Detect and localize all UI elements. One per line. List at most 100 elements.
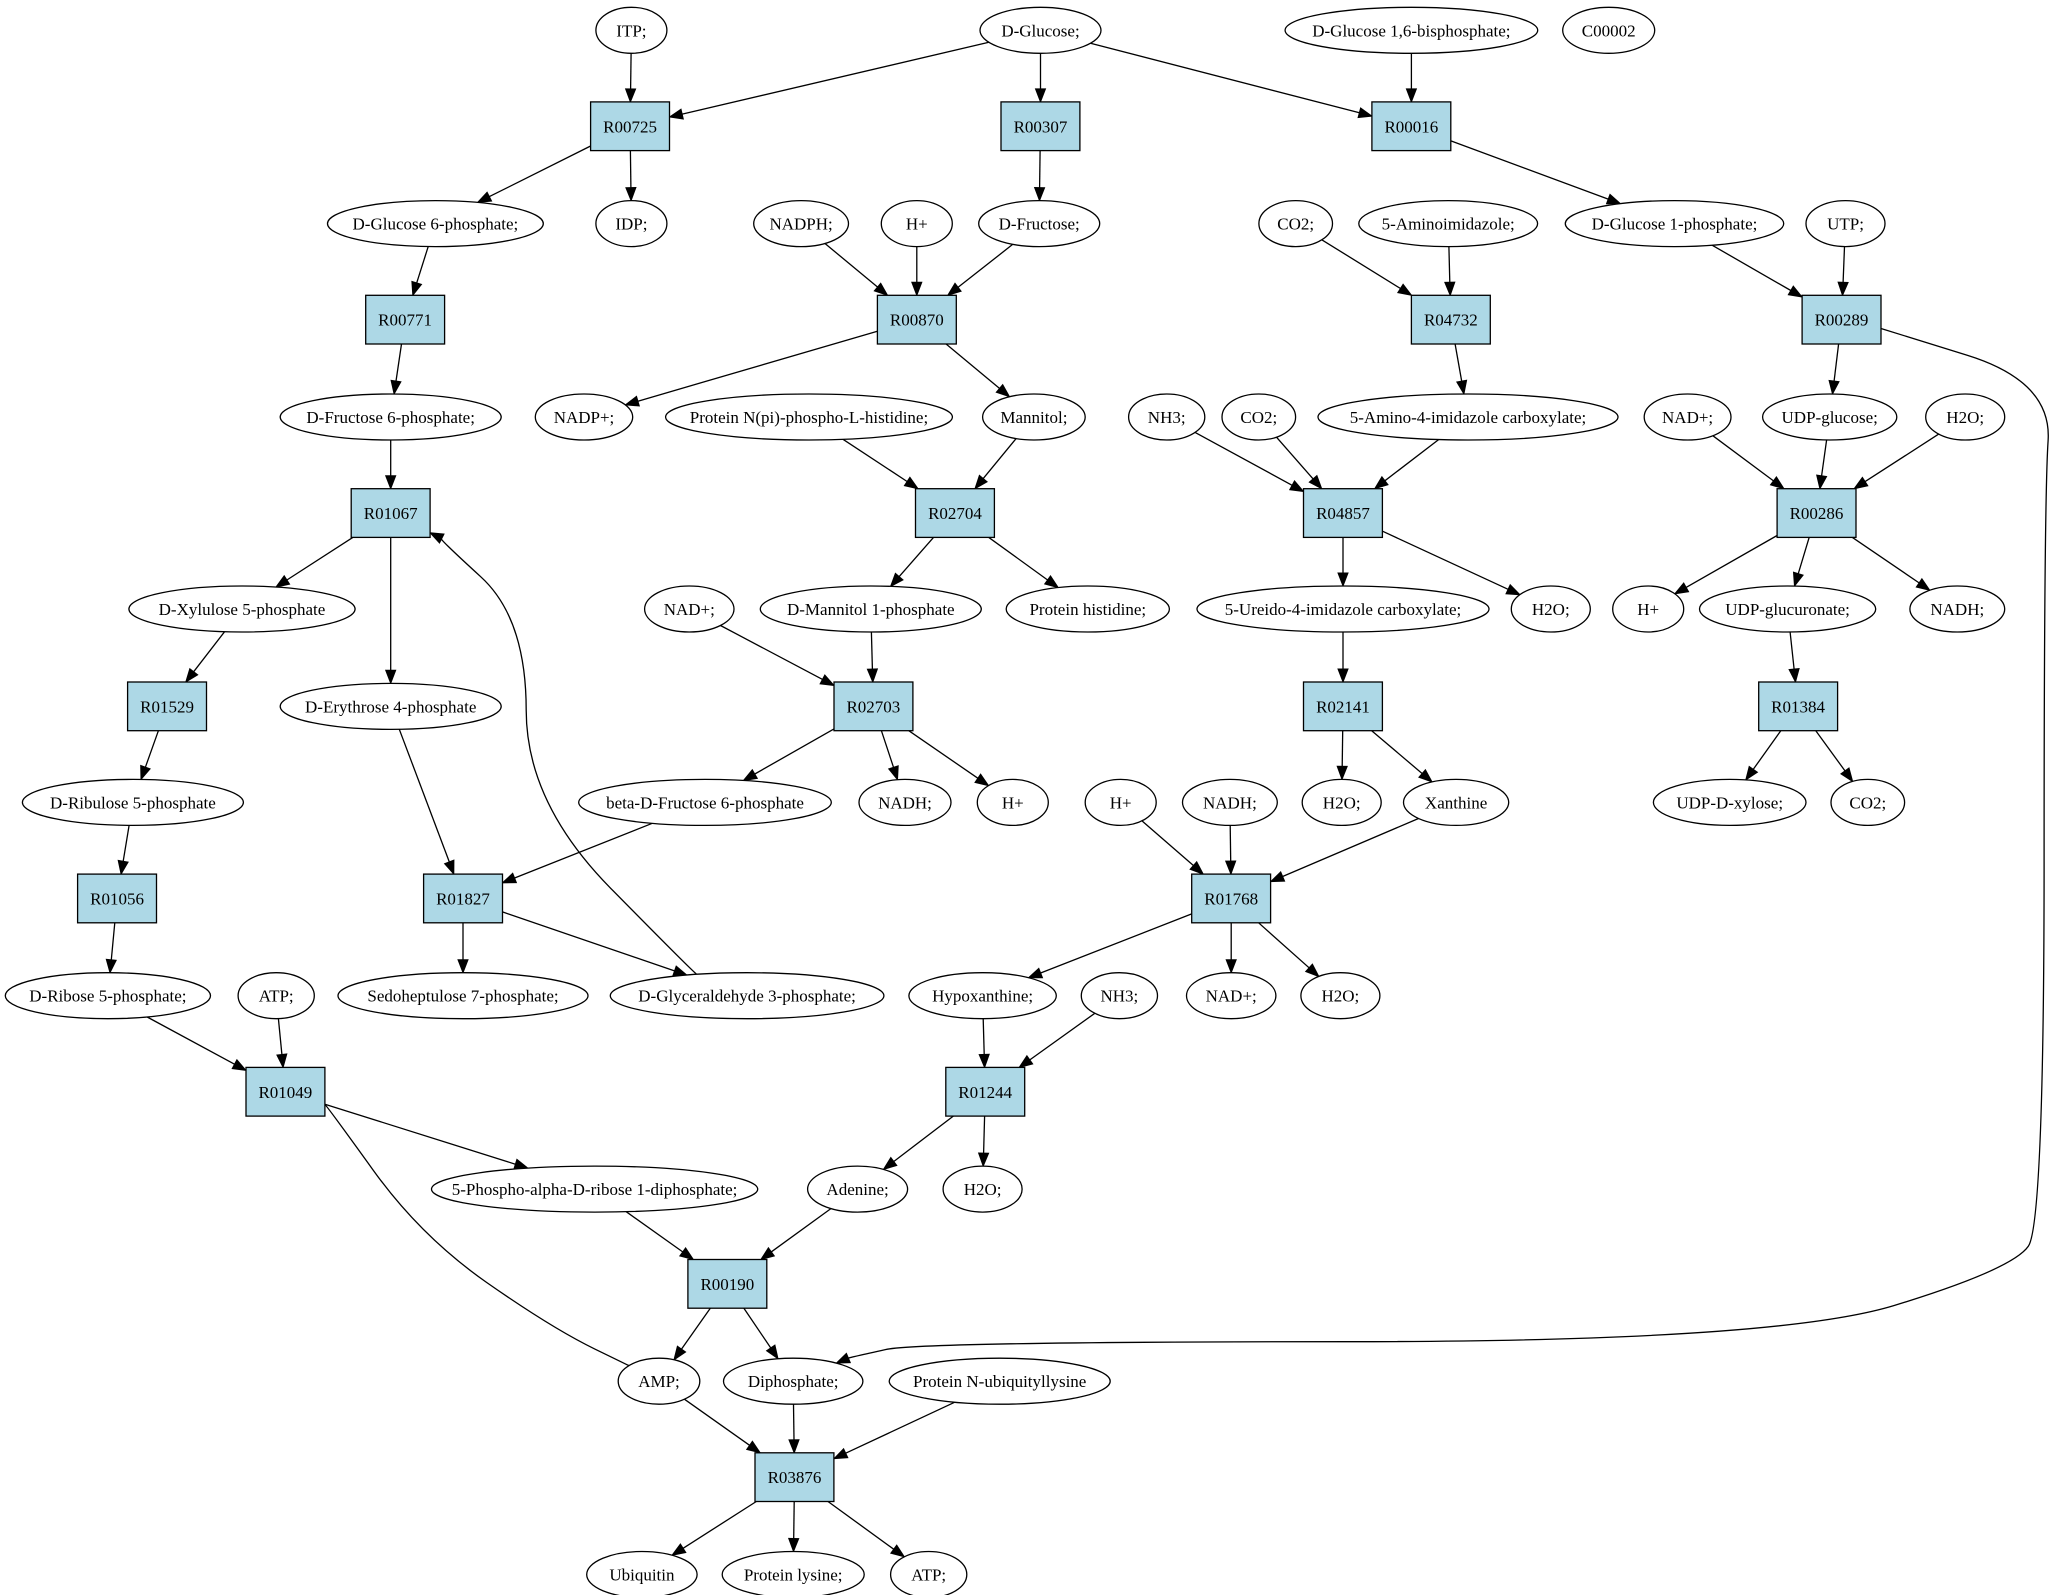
reaction-node-r04732[interactable]: R04732 bbox=[1410, 294, 1491, 345]
reaction-node-r00286[interactable]: R00286 bbox=[1776, 488, 1857, 539]
reaction-node-r03876[interactable]: R03876 bbox=[754, 1452, 835, 1503]
metabolite-node-h-b[interactable]: H+ bbox=[1612, 585, 1685, 633]
reaction-node-r01049[interactable]: R01049 bbox=[245, 1066, 326, 1117]
edge-R04857-to-m_ureido bbox=[1337, 537, 1349, 588]
metabolite-node-h-d[interactable]: H+ bbox=[1084, 778, 1157, 827]
metabolite-node-ribose5p[interactable]: D-Ribose 5-phosphate; bbox=[4, 972, 212, 1020]
reaction-box bbox=[914, 488, 996, 539]
metabolite-node-atp-a[interactable]: ATP; bbox=[237, 972, 315, 1020]
metabolite-node-nadp[interactable]: NADP+; bbox=[534, 393, 634, 441]
edge-line bbox=[1752, 730, 1782, 770]
metabolite-node-fru6p[interactable]: D-Fructose 6-phosphate; bbox=[279, 393, 502, 441]
metabolite-node-nadh-c[interactable]: NADH; bbox=[1181, 778, 1278, 827]
edge-line bbox=[682, 1500, 757, 1549]
metabolite-node-ubiquitin[interactable]: Ubiquitin bbox=[586, 1550, 698, 1595]
edge-arrowhead bbox=[742, 768, 759, 782]
metabolite-node-aminoimid[interactable]: 5-Aminoimidazole; bbox=[1358, 199, 1539, 248]
metabolite-node-rib5p[interactable]: D-Ribulose 5-phosphate bbox=[21, 778, 245, 827]
reaction-node-r01244[interactable]: R01244 bbox=[945, 1066, 1026, 1117]
reaction-node-r02141[interactable]: R02141 bbox=[1302, 681, 1384, 732]
metabolite-node-h2o-e[interactable]: H2O; bbox=[942, 1165, 1023, 1213]
reaction-label: R01384 bbox=[1771, 697, 1825, 716]
metabolite-node-ga3p[interactable]: D-Glyceraldehyde 3-phosphate; bbox=[609, 972, 885, 1020]
metabolite-node-utp[interactable]: UTP; bbox=[1805, 199, 1886, 248]
metabolite-node-atp-b[interactable]: ATP; bbox=[889, 1550, 968, 1595]
metabolite-node-h2o-d[interactable]: H2O; bbox=[1300, 972, 1381, 1020]
reaction-node-r01056[interactable]: R01056 bbox=[76, 873, 158, 924]
reaction-node-r01768[interactable]: R01768 bbox=[1191, 873, 1272, 924]
metabolite-node-c00002[interactable]: C00002 bbox=[1562, 6, 1656, 54]
metabolite-node-prothis[interactable]: Protein histidine; bbox=[1005, 585, 1171, 633]
metabolite-node-nad-c[interactable]: NAD+; bbox=[1185, 972, 1277, 1020]
metabolite-node-adenine[interactable]: Adenine; bbox=[806, 1165, 909, 1213]
metabolite-node-mannitol1p[interactable]: D-Mannitol 1-phosphate bbox=[759, 585, 982, 633]
reaction-node-r01827[interactable]: R01827 bbox=[422, 873, 504, 924]
metabolite-node-nh3-a[interactable]: NH3; bbox=[1127, 393, 1206, 441]
metabolite-node-nad-a[interactable]: NAD+; bbox=[1643, 393, 1732, 441]
metabolite-node-nadph-a[interactable]: NADPH; bbox=[753, 199, 850, 248]
edge-line bbox=[324, 1103, 516, 1165]
metabolite-ellipse bbox=[1612, 585, 1685, 633]
edge-arrowhead bbox=[1828, 379, 1840, 396]
metabolite-label: D-Glucose 6-phosphate; bbox=[353, 215, 519, 234]
metabolite-node-itp[interactable]: ITP; bbox=[595, 6, 668, 54]
reaction-node-r00307[interactable]: R00307 bbox=[1000, 101, 1081, 152]
metabolite-node-idp[interactable]: IDP; bbox=[595, 199, 668, 248]
metabolite-node-ery4p[interactable]: D-Erythrose 4-phosphate bbox=[279, 682, 502, 731]
reaction-node-r00771[interactable]: R00771 bbox=[365, 294, 446, 345]
metabolite-node-mannitol[interactable]: Mannitol; bbox=[981, 393, 1086, 441]
metabolite-node-bfru6p[interactable]: beta-D-Fructose 6-phosphate bbox=[578, 778, 832, 827]
metabolite-node-co2-c[interactable]: CO2; bbox=[1830, 778, 1906, 827]
metabolite-node-h2o-a[interactable]: H2O; bbox=[1925, 393, 2006, 441]
reaction-box bbox=[589, 101, 671, 152]
reaction-node-r02704[interactable]: R02704 bbox=[914, 488, 996, 539]
metabolite-node-co2-a[interactable]: CO2; bbox=[1258, 199, 1334, 248]
metabolite-node-nadh-a[interactable]: NADH; bbox=[1909, 585, 2006, 633]
metabolite-ellipse bbox=[978, 199, 1101, 248]
reaction-node-r00190[interactable]: R00190 bbox=[687, 1258, 768, 1309]
reaction-node-r00016[interactable]: R00016 bbox=[1371, 101, 1452, 152]
metabolite-node-sed7p[interactable]: Sedoheptulose 7-phosphate; bbox=[337, 972, 589, 1020]
edge-arrowhead bbox=[105, 958, 117, 975]
reaction-node-r00870[interactable]: R00870 bbox=[876, 294, 957, 345]
metabolite-node-udpglca[interactable]: UDP-glucuronate; bbox=[1698, 585, 1877, 633]
metabolite-node-dglucose[interactable]: D-Glucose; bbox=[979, 6, 1102, 54]
metabolite-node-protnub[interactable]: Protein N-ubiquityllysine bbox=[888, 1357, 1111, 1405]
metabolite-node-nad-b[interactable]: NAD+; bbox=[643, 585, 735, 633]
metabolite-node-udpxyl[interactable]: UDP-D-xylose; bbox=[1652, 778, 1807, 827]
metabolite-node-dfructose[interactable]: D-Fructose; bbox=[978, 199, 1101, 248]
metabolite-node-glc6p[interactable]: D-Glucose 6-phosphate; bbox=[326, 199, 544, 248]
metabolite-node-ureido[interactable]: 5-Ureido-4-imidazole carboxylate; bbox=[1196, 585, 1490, 633]
metabolite-node-glc16bp[interactable]: D-Glucose 1,6-bisphosphate; bbox=[1284, 6, 1539, 54]
metabolite-node-amp[interactable]: AMP; bbox=[617, 1357, 701, 1405]
edge-line bbox=[1842, 246, 1846, 283]
metabolite-node-protlys[interactable]: Protein lysine; bbox=[721, 1550, 865, 1595]
metabolite-node-co2-b[interactable]: CO2; bbox=[1221, 393, 1297, 441]
reaction-node-r01384[interactable]: R01384 bbox=[1758, 681, 1839, 732]
metabolite-node-prpp[interactable]: 5-Phospho-alpha-D-ribose 1-diphosphate; bbox=[430, 1165, 759, 1213]
reaction-node-r02703[interactable]: R02703 bbox=[833, 681, 914, 732]
reaction-node-r00725[interactable]: R00725 bbox=[589, 101, 671, 152]
metabolite-node-udpglc[interactable]: UDP-glucose; bbox=[1761, 393, 1898, 441]
edge-line bbox=[1711, 244, 1792, 292]
reaction-node-r00289[interactable]: R00289 bbox=[1801, 294, 1882, 345]
metabolite-node-h2o-c[interactable]: H2O; bbox=[1301, 778, 1382, 827]
reaction-node-r04857[interactable]: R04857 bbox=[1302, 488, 1384, 539]
metabolite-node-nadh-b[interactable]: NADH; bbox=[858, 778, 952, 827]
metabolite-node-h-a[interactable]: H+ bbox=[880, 199, 953, 248]
metabolite-node-h-c[interactable]: H+ bbox=[976, 778, 1049, 827]
metabolite-node-xyl5p[interactable]: D-Xylulose 5-phosphate bbox=[128, 585, 356, 633]
reaction-label: R00289 bbox=[1815, 311, 1869, 330]
metabolite-node-nh3-b[interactable]: NH3; bbox=[1080, 972, 1159, 1020]
metabolite-node-aicarb[interactable]: 5-Amino-4-imidazole carboxylate; bbox=[1317, 393, 1619, 441]
metabolite-node-hypox[interactable]: Hypoxanthine; bbox=[908, 972, 1057, 1020]
edge-line bbox=[514, 822, 653, 879]
reaction-node-r01529[interactable]: R01529 bbox=[126, 681, 208, 732]
reaction-node-r01067[interactable]: R01067 bbox=[350, 488, 431, 539]
metabolite-node-ppi[interactable]: Diphosphate; bbox=[722, 1357, 864, 1405]
edge-arrowhead bbox=[1033, 186, 1046, 202]
metabolite-node-glc1p[interactable]: D-Glucose 1-phosphate; bbox=[1564, 199, 1785, 248]
metabolite-node-protnpi[interactable]: Protein N(pi)-phospho-L-histidine; bbox=[664, 393, 954, 441]
metabolite-node-xanthine[interactable]: Xanthine bbox=[1402, 778, 1510, 827]
metabolite-node-h2o-b[interactable]: H2O; bbox=[1510, 585, 1591, 633]
